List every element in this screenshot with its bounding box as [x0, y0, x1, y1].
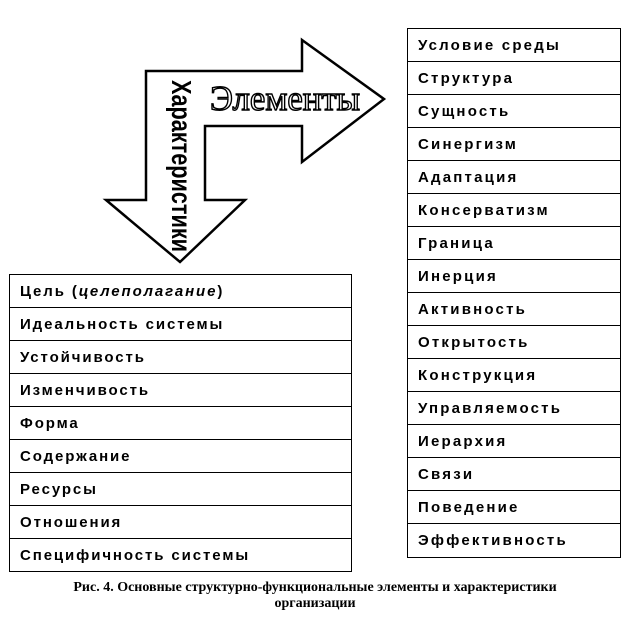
arrow-horizontal-label: Элементы [210, 79, 360, 118]
characteristics-item: Специфичность системы [9, 538, 352, 572]
elements-item: Структура [407, 61, 621, 95]
characteristics-item: Форма [9, 406, 352, 440]
bent-arrow-shape [102, 37, 387, 264]
characteristics-item: Идеальность системы [9, 307, 352, 341]
arrow-vertical-label: Характеристики [166, 80, 197, 252]
elements-item: Адаптация [407, 160, 621, 194]
elements-item: Конструкция [407, 358, 621, 392]
elements-item: Сущность [407, 94, 621, 128]
elements-item: Поведение [407, 490, 621, 524]
elements-item: Условие среды [407, 28, 621, 62]
elements-item: Граница [407, 226, 621, 260]
elements-item: Иерархия [407, 424, 621, 458]
elements-item: Эффективность [407, 523, 621, 558]
figure-caption: Рис. 4. Основные структурно-функциональн… [0, 580, 630, 612]
characteristics-item: Ресурсы [9, 472, 352, 506]
elements-item: Консерватизм [407, 193, 621, 227]
elements-item: Управляемость [407, 391, 621, 425]
characteristics-item: Изменчивость [9, 373, 352, 407]
characteristics-item: Содержание [9, 439, 352, 473]
characteristics-list: Цель (целеполагание) Идеальность системы… [9, 274, 352, 572]
elements-item: Инерция [407, 259, 621, 293]
elements-item: Синергизм [407, 127, 621, 161]
elements-item: Связи [407, 457, 621, 491]
characteristics-item-suffix: ) [217, 282, 225, 300]
characteristics-item: Отношения [9, 505, 352, 539]
characteristics-item: Устойчивость [9, 340, 352, 374]
elements-item: Активность [407, 292, 621, 326]
figure-caption-line-1: Рис. 4. Основные структурно-функциональн… [73, 580, 557, 595]
characteristics-item-prefix: Цель ( [20, 282, 79, 300]
characteristics-item: Цель (целеполагание) [9, 274, 352, 308]
characteristics-item-italic: целеполагание [78, 282, 218, 300]
elements-item: Открытость [407, 325, 621, 359]
figure-caption-line-2: организации [274, 596, 356, 611]
